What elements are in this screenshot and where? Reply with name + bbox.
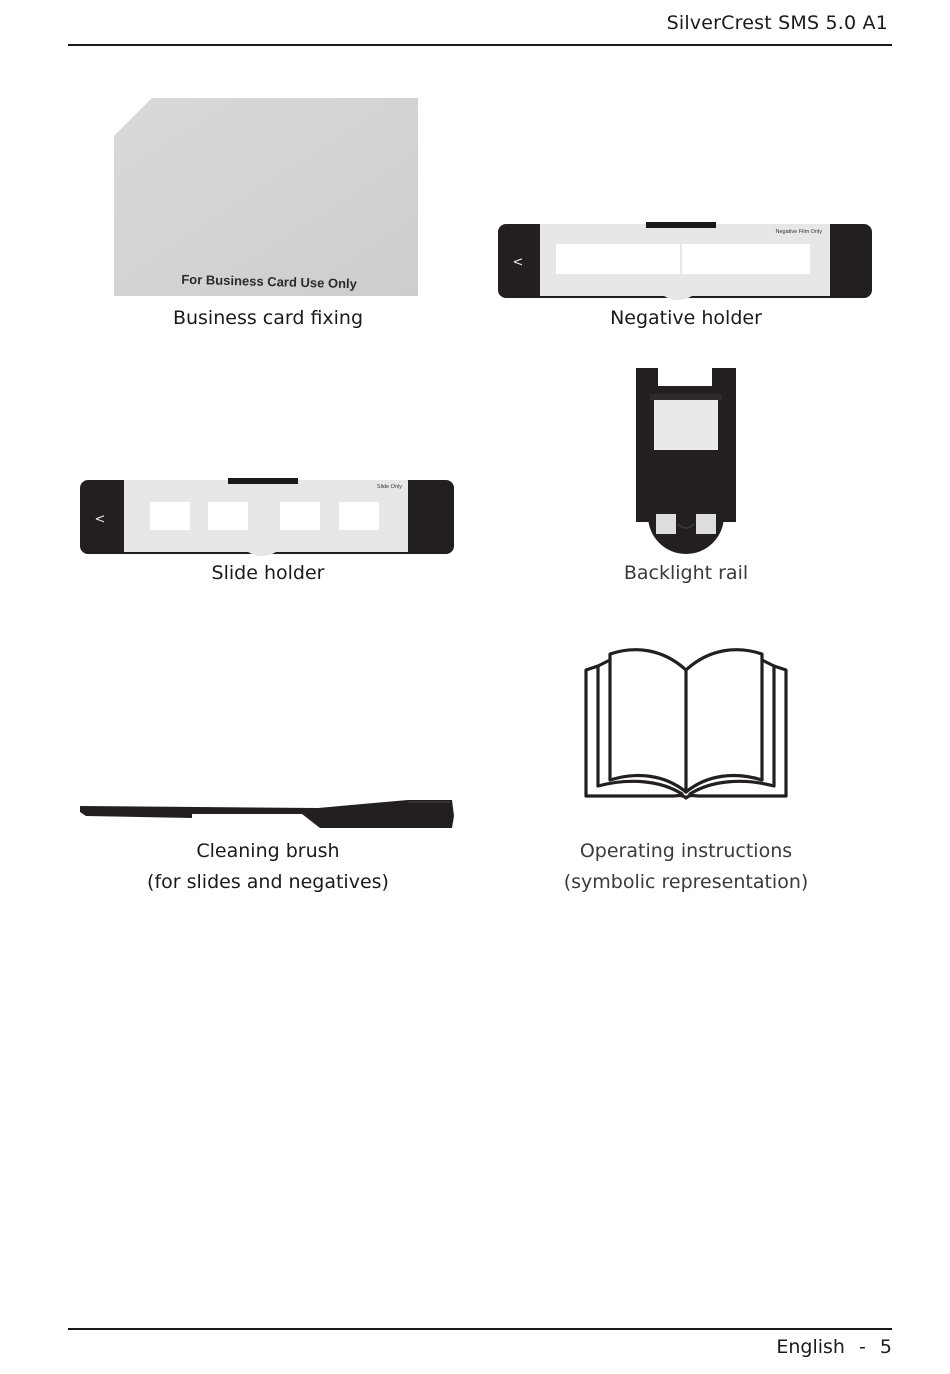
page-number: 5 bbox=[879, 1336, 892, 1358]
business-card-label: For Business Card Use Only bbox=[181, 272, 358, 292]
caption-line: Cleaning brush bbox=[196, 840, 340, 862]
header-rule bbox=[68, 44, 892, 46]
cleaning-brush-image bbox=[80, 800, 454, 828]
caption-business-card-fixing: Business card fixing bbox=[68, 303, 468, 334]
negative-holder-arrow-icon: < bbox=[513, 255, 524, 270]
negative-holder-image: Negative Film Only < bbox=[498, 222, 872, 300]
caption-line: (symbolic representation) bbox=[563, 871, 809, 893]
page-footer: English - 5 bbox=[776, 1336, 892, 1358]
caption-slide-holder: Slide holder bbox=[68, 558, 468, 589]
caption-line: Backlight rail bbox=[623, 562, 749, 584]
caption-backlight-rail: Backlight rail bbox=[486, 558, 886, 589]
caption-operating-instructions: Operating instructions (symbolic represe… bbox=[486, 836, 886, 898]
business-card-fixing-image: For Business Card Use Only bbox=[114, 98, 418, 296]
slide-holder-label: Slide Only bbox=[377, 484, 402, 490]
caption-line: Slide holder bbox=[211, 562, 325, 584]
document-header-title: SilverCrest SMS 5.0 A1 bbox=[666, 12, 888, 34]
caption-negative-holder: Negative holder bbox=[486, 303, 886, 334]
caption-line: Operating instructions bbox=[579, 840, 793, 862]
footer-separator: - bbox=[859, 1336, 866, 1358]
book-icon bbox=[584, 648, 788, 800]
negative-holder-label: Negative Film Only bbox=[776, 229, 823, 235]
slide-holder-image: Slide Only < bbox=[80, 478, 454, 556]
caption-line: (for slides and negatives) bbox=[147, 871, 389, 893]
caption-line: Negative holder bbox=[610, 307, 762, 329]
caption-cleaning-brush: Cleaning brush (for slides and negatives… bbox=[68, 836, 468, 898]
backlight-rail-image bbox=[636, 368, 736, 554]
footer-language: English bbox=[776, 1336, 845, 1358]
caption-line: Business card fixing bbox=[172, 307, 364, 329]
slide-holder-arrow-icon: < bbox=[95, 512, 106, 527]
footer-rule bbox=[68, 1328, 892, 1330]
